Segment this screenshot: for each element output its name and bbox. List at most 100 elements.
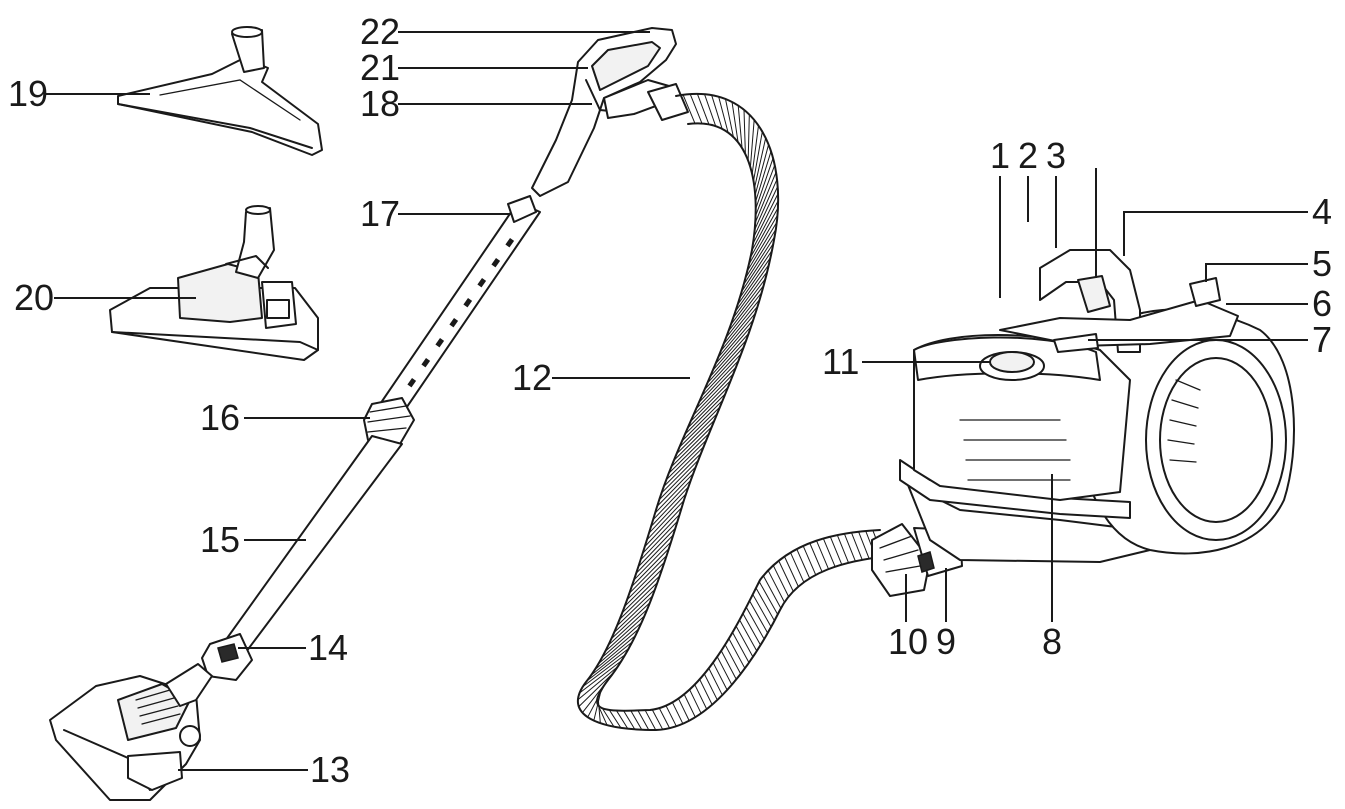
hose-rib bbox=[654, 473, 694, 514]
hose-rib bbox=[715, 319, 754, 365]
hose-rib bbox=[676, 413, 718, 455]
hose-rib bbox=[699, 679, 713, 705]
hose-rib bbox=[728, 285, 765, 332]
callout-labels: 22 21 18 19 20 17 16 15 14 13 12 11 10 9… bbox=[8, 11, 1332, 790]
hose-rib bbox=[723, 298, 761, 345]
hose-rib bbox=[611, 602, 651, 640]
hose-rib bbox=[616, 710, 629, 729]
hose-rib bbox=[644, 507, 683, 547]
hose-rib bbox=[601, 707, 615, 727]
tube-hole bbox=[435, 338, 445, 348]
hose-rib bbox=[850, 532, 863, 561]
hose-rib bbox=[822, 538, 836, 567]
label-11: 11 bbox=[822, 341, 859, 382]
hose-rib bbox=[704, 346, 745, 390]
hose-rib bbox=[597, 696, 601, 724]
hose-rib bbox=[752, 594, 772, 628]
hose-rib bbox=[735, 264, 770, 312]
hose-rib bbox=[608, 709, 622, 729]
label-5: 5 bbox=[1312, 243, 1332, 284]
hose-rib bbox=[706, 339, 747, 384]
tube-hole bbox=[477, 278, 487, 288]
hose-rib bbox=[829, 536, 843, 565]
hose-rib bbox=[626, 561, 665, 601]
hose-rib bbox=[665, 439, 707, 481]
hose-rib bbox=[619, 582, 658, 620]
hose-rib bbox=[681, 399, 724, 442]
hose-rib bbox=[587, 683, 606, 718]
label-12: 12 bbox=[512, 357, 552, 398]
hose-rib bbox=[696, 93, 710, 125]
hose-rib bbox=[836, 534, 850, 563]
hose-rib bbox=[689, 689, 702, 714]
label-4: 4 bbox=[1312, 191, 1332, 232]
label-14: 14 bbox=[308, 627, 348, 668]
hose-rib bbox=[712, 326, 752, 371]
hose-rib bbox=[748, 214, 778, 265]
label-2: 2 bbox=[1018, 135, 1038, 176]
hose-rib bbox=[720, 650, 737, 680]
floor-nozzle-13 bbox=[49, 663, 213, 801]
hose-rib bbox=[809, 542, 823, 573]
nozzle-grill bbox=[135, 689, 181, 725]
hose-rib bbox=[749, 600, 769, 634]
hose-rib bbox=[689, 93, 703, 124]
hose-rib bbox=[678, 406, 721, 448]
hose-rib bbox=[631, 548, 670, 587]
hose-rib bbox=[742, 613, 761, 646]
hose-rib bbox=[601, 622, 642, 658]
hose-rib bbox=[755, 165, 776, 217]
hose-rib bbox=[577, 666, 619, 701]
label-1: 1 bbox=[990, 135, 1010, 176]
tube-hole bbox=[505, 237, 515, 248]
hose-rib bbox=[754, 137, 767, 188]
hose-rib bbox=[737, 257, 771, 306]
hose-rib bbox=[630, 710, 643, 730]
hose-rib bbox=[678, 698, 690, 721]
hose-rib bbox=[695, 366, 737, 410]
tube-hole bbox=[421, 358, 431, 368]
hose-rib bbox=[749, 207, 779, 258]
hose-rib bbox=[703, 673, 718, 701]
label-7: 7 bbox=[1312, 319, 1332, 360]
hose-rib bbox=[747, 114, 750, 161]
hose-rib bbox=[704, 94, 717, 127]
hose-rib bbox=[671, 702, 684, 724]
hose-rib bbox=[684, 393, 726, 435]
hose-rib bbox=[762, 575, 782, 609]
hose-rib bbox=[579, 660, 622, 694]
hose-rib bbox=[732, 632, 750, 663]
hose-rib bbox=[663, 446, 705, 487]
hose-rib bbox=[623, 710, 636, 730]
hose-rib bbox=[652, 479, 692, 521]
handle-grip bbox=[531, 27, 689, 197]
hose-rib bbox=[778, 560, 794, 592]
leader-lines bbox=[44, 31, 1308, 771]
hose-rib bbox=[758, 581, 779, 615]
label-13: 13 bbox=[310, 749, 350, 790]
hose-rib bbox=[694, 684, 708, 710]
hose-rib bbox=[720, 305, 759, 352]
hose-rib bbox=[613, 595, 653, 633]
label-21: 21 bbox=[360, 47, 400, 88]
hose-rib bbox=[746, 222, 778, 272]
hose-rib bbox=[578, 672, 615, 708]
hose-rib bbox=[596, 703, 608, 726]
hose-rib bbox=[642, 513, 681, 554]
hose-rib bbox=[648, 493, 687, 534]
hose-rib bbox=[716, 656, 733, 685]
hose-rib bbox=[644, 709, 657, 731]
hose-rib bbox=[784, 556, 799, 587]
hose-rib bbox=[635, 534, 674, 574]
hose-rib bbox=[658, 707, 671, 729]
hose-rib bbox=[755, 587, 775, 621]
hose-rib bbox=[739, 250, 773, 299]
hose-rib bbox=[731, 101, 739, 143]
label-8: 8 bbox=[1042, 621, 1062, 662]
hose-rib bbox=[753, 186, 779, 237]
hose-rib bbox=[843, 533, 856, 562]
label-6: 6 bbox=[1312, 283, 1332, 324]
hose-rib bbox=[754, 172, 777, 224]
hose-rib bbox=[767, 570, 785, 603]
